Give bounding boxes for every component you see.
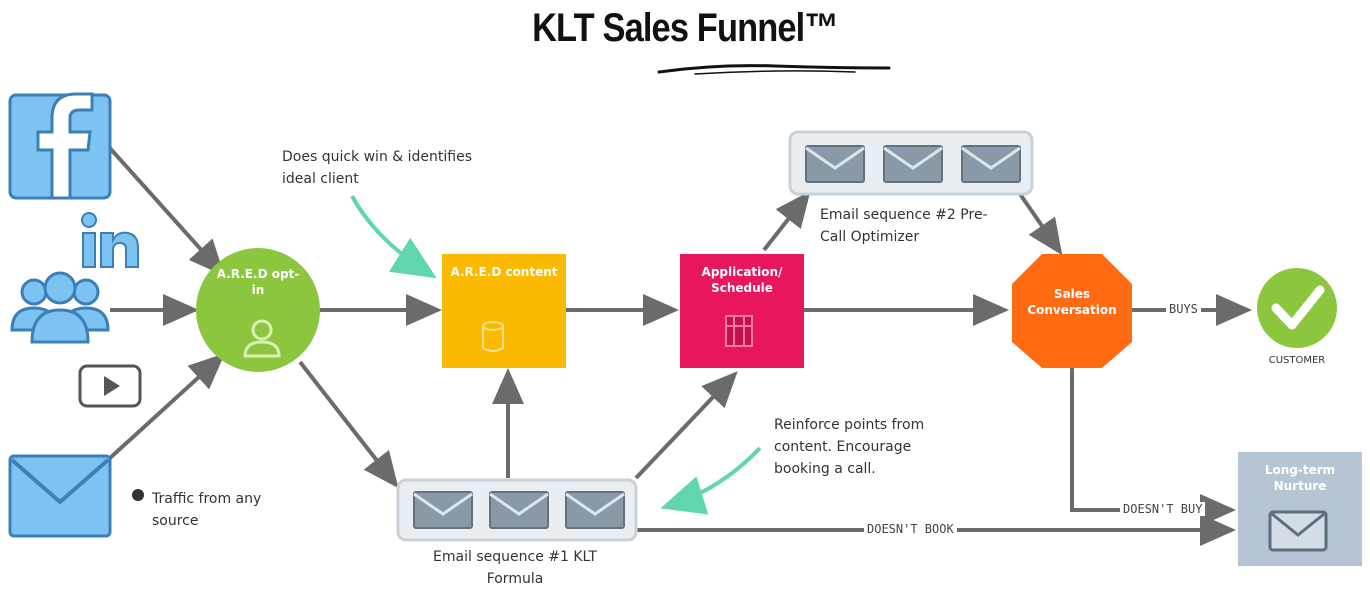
- edge-sales-nurture: [1070, 368, 1236, 526]
- envelope-icon: [805, 145, 865, 183]
- envelope-icon: [8, 454, 112, 538]
- edge-label-doesnt-book: DOESN'T BOOK: [864, 522, 957, 536]
- content-label: A.R.E.D content: [450, 265, 558, 279]
- node-content: [442, 254, 566, 368]
- page-title: KLT Sales Funnel™: [532, 6, 839, 50]
- nurture-label: Long-term Nurture: [1264, 463, 1336, 493]
- edge-seq2-sales: [1018, 192, 1063, 256]
- edge-email-optin: [108, 353, 225, 460]
- edge-seq1-application: [634, 371, 738, 480]
- envelope-icon: [413, 491, 473, 529]
- node-nurture: [1238, 452, 1362, 566]
- edge-optin-seq1: [298, 360, 399, 489]
- people-icon: [10, 271, 110, 344]
- envelope-icon: [489, 491, 549, 529]
- connectors: [106, 144, 1252, 546]
- annotation-arrow-quiz: [350, 195, 437, 279]
- customer-label: CUSTOMER: [1268, 355, 1326, 366]
- youtube-icon: [78, 364, 142, 408]
- annotation-arrow-reinforce: [660, 446, 762, 515]
- node-application: [680, 254, 804, 368]
- email-sequence-2-label: Email sequence #2 Pre-Call Optimizer: [820, 207, 988, 245]
- email-sequence-1-label: Email sequence #1 KLT Formula: [433, 549, 597, 587]
- title-underline: [657, 64, 891, 75]
- linkedin-icon: [81, 212, 139, 268]
- envelope-icon: [565, 491, 625, 529]
- edge-label-buys: BUYS: [1166, 302, 1201, 316]
- application-label: Application/ Schedule: [701, 265, 783, 295]
- bullet-dot: [132, 489, 144, 501]
- facebook-icon: [8, 92, 112, 200]
- traffic-note: Traffic from any source: [152, 491, 262, 529]
- annotation-quiz: Does quick win & identifies ideal client: [282, 149, 473, 187]
- email-sequence-2-box: [788, 130, 1034, 196]
- envelope-icon: [961, 145, 1021, 183]
- optin-label: A.R.E.D opt-in: [216, 267, 300, 297]
- edge-label-doesnt-buy: DOESN'T BUY: [1120, 502, 1206, 516]
- edge-facebook-optin: [106, 144, 225, 276]
- node-customer: [1257, 268, 1337, 348]
- email-sequence-1-box: [396, 478, 638, 542]
- node-sales: [1012, 254, 1132, 368]
- node-optin: [196, 248, 320, 372]
- edge-application-seq2: [762, 190, 811, 252]
- envelope-icon: [883, 145, 943, 183]
- sales-label: Sales Conversation: [1027, 287, 1117, 317]
- annotation-reinforce: Reinforce points from content. Encourage…: [774, 417, 925, 477]
